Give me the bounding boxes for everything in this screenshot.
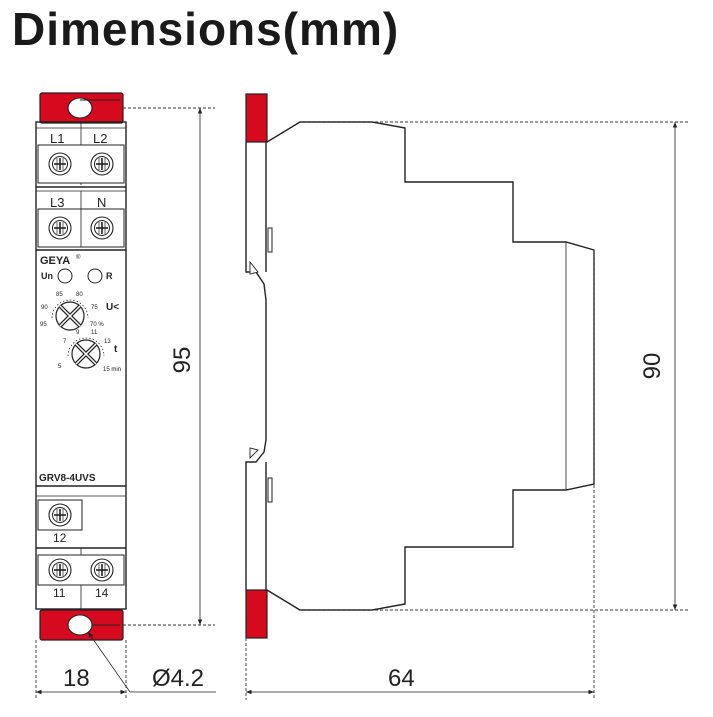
- terminal-screw-l1: [48, 152, 72, 176]
- voltage-tick-75: 75: [91, 305, 98, 311]
- brand-logo: GEYA: [40, 255, 70, 267]
- side-top-clip: [245, 93, 268, 143]
- height-dimension-95: 95: [169, 347, 196, 374]
- height-dimension-90: 90: [639, 353, 666, 380]
- bottom-mounting-hole: [67, 614, 120, 636]
- terminal-screw-11: [48, 558, 72, 582]
- terminal-screw-12: [48, 503, 72, 527]
- terminal-screw-l3: [48, 216, 72, 240]
- hole-diameter-dimension: Ø4.2: [152, 665, 204, 692]
- top-mounting-hole: [67, 97, 120, 119]
- side-profile: [245, 121, 595, 611]
- time-dial: 9 11 7 13 5 15 min t: [58, 330, 121, 373]
- voltage-tick-85: 85: [56, 292, 63, 298]
- side-view: [245, 93, 595, 639]
- voltage-tick-90: 90: [41, 305, 48, 311]
- terminal-label-l1: L1: [50, 131, 64, 146]
- model-name: GRV8-4UVS: [39, 473, 96, 484]
- terminal-label-n: N: [97, 195, 106, 210]
- front-view: L1 L2 L3 N GEYA ® Un R 85 80 90 75 95: [35, 92, 127, 641]
- terminal-screw-n: [90, 216, 114, 240]
- side-bottom-clip: [245, 589, 268, 639]
- led-un-icon: [57, 268, 73, 284]
- time-tick-11: 11: [91, 330, 98, 336]
- time-tick-9: 9: [76, 330, 80, 336]
- voltage-dial: 85 80 90 75 95 70 % U<: [40, 292, 119, 331]
- voltage-dial-label: U<: [106, 302, 119, 313]
- terminal-label-11: 11: [53, 586, 66, 600]
- time-dial-label: t: [114, 344, 118, 355]
- page-title: Dimensions(mm): [12, 3, 400, 55]
- voltage-tick-95: 95: [40, 322, 47, 328]
- front-dimensions: 95 18 Ø4.2: [35, 107, 216, 700]
- terminal-screw-l2: [90, 152, 114, 176]
- terminal-label-12: 12: [53, 531, 67, 545]
- registered-mark-icon: ®: [76, 254, 81, 261]
- depth-dimension-64: 64: [388, 665, 415, 692]
- terminal-screw-14: [90, 558, 114, 582]
- voltage-tick-70: 70 %: [90, 322, 104, 328]
- time-tick-5: 5: [58, 364, 62, 370]
- side-dimensions: 90 64: [245, 121, 690, 700]
- terminal-label-l2: L2: [93, 131, 107, 146]
- width-dimension-18: 18: [63, 665, 90, 692]
- led-label-r: R: [106, 271, 113, 281]
- terminal-label-l3: L3: [50, 195, 64, 210]
- voltage-tick-80: 80: [76, 292, 83, 298]
- time-tick-15-min: 15 min: [103, 367, 121, 373]
- led-label-un: Un: [41, 271, 53, 281]
- time-tick-13: 13: [104, 339, 111, 345]
- time-tick-7: 7: [63, 339, 67, 345]
- led-r-icon: [87, 268, 103, 284]
- terminal-label-14: 14: [95, 586, 109, 600]
